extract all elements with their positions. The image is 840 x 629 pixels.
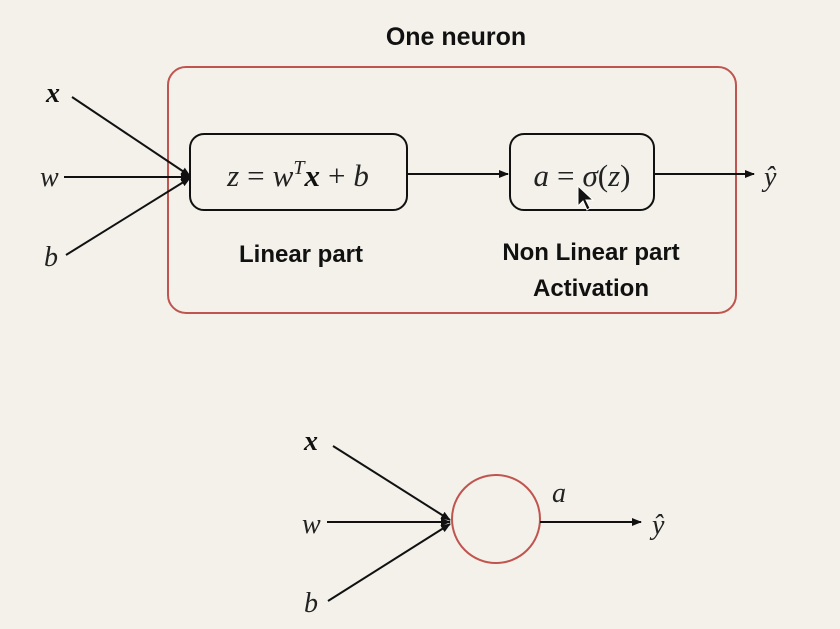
bottom-input-b-label: b — [304, 588, 318, 619]
bottom-edge-x — [332, 445, 451, 521]
activation-equation: a=σ(z) — [533, 158, 630, 193]
input-b-label: b — [44, 242, 58, 273]
linear-equation: z=wTx+b — [226, 157, 369, 193]
input-x-label: x — [45, 78, 60, 109]
neuron-circle — [451, 474, 541, 564]
edge-b-to-linear — [65, 177, 191, 256]
linear-part-label: Linear part — [239, 241, 363, 268]
linear-box — [189, 133, 408, 211]
bottom-input-w-label: w — [302, 509, 321, 540]
activation-label: Activation — [533, 275, 649, 302]
bottom-a-label: a — [552, 478, 566, 509]
one-neuron-title: One neuron — [386, 23, 526, 51]
output-yhat-label: ŷ — [761, 162, 777, 193]
activation-box — [509, 133, 655, 211]
input-w-label: w — [40, 162, 59, 193]
mouse-cursor-icon — [577, 184, 595, 211]
bottom-output-yhat-label: ŷ — [649, 510, 665, 541]
neuron-frame — [167, 66, 737, 314]
bottom-input-x-label: x — [303, 426, 318, 457]
edge-x-to-linear — [71, 96, 191, 177]
bottom-edge-b — [327, 523, 451, 602]
nonlinear-part-label: Non Linear part — [502, 239, 679, 266]
